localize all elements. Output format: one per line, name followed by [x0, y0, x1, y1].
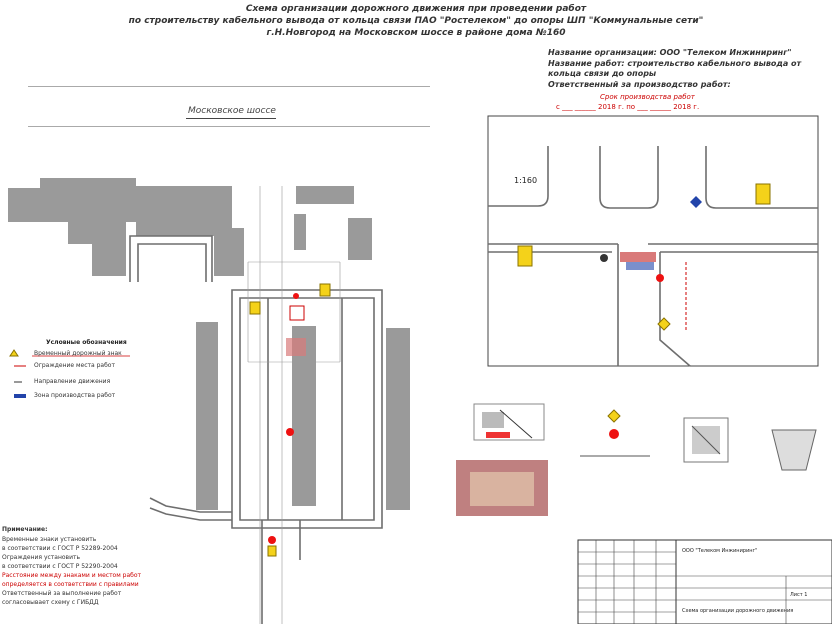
notes-line-4: в соответствии с ГОСТ Р 52290-2004: [2, 563, 118, 570]
temp-sign-6: [293, 293, 299, 299]
inset-work-zone-2: [626, 262, 654, 270]
building-right-long: [386, 328, 410, 510]
inset-scale-label: 1:160: [514, 176, 538, 185]
street-label-underline: [186, 118, 276, 119]
detail-drawing-1: [473, 403, 545, 441]
diagram-title-line-1: Схема организации дорожного движения при…: [245, 4, 587, 14]
temp-sign-2: [249, 301, 261, 315]
title-block: [577, 539, 832, 624]
stamp-sheet: Лист 1: [790, 592, 808, 598]
inset-sign-2: [755, 183, 771, 205]
legend-marks: [9, 349, 130, 398]
inset-work-zone: [620, 252, 656, 262]
notes-line-7: Ответственный за выполнение работ: [2, 590, 122, 597]
street-label: Московское шоссе: [188, 106, 276, 116]
temp-sign-1: [319, 283, 331, 297]
work-zone: [286, 338, 306, 356]
temp-sign-5: [267, 545, 277, 557]
legend-item-sign: Временный дорожный знак: [34, 350, 122, 357]
works-name: Название работ: строительство кабельного…: [548, 59, 802, 68]
legend-item-direction: Направление движения: [34, 378, 111, 385]
responsible-person: Ответственный за производство работ:: [548, 80, 731, 89]
work-period-label: Срок производства работ: [600, 93, 695, 101]
notes-block: Примечание: Временные знаки установить в…: [2, 526, 141, 607]
stamp-org: ООО "Телеком Инжиниринг": [682, 548, 758, 554]
notes-line-2: в соответствии с ГОСТ Р 52289-2004: [2, 545, 118, 552]
plan-grid: [247, 186, 341, 624]
notes-line-6: определяется в соответствии с правилами: [2, 581, 139, 588]
main-plan-roads: [129, 235, 383, 624]
header-rule-1: [28, 86, 430, 87]
detail-drawing-4: [771, 429, 817, 471]
inset-plan-frame: [487, 115, 819, 367]
legend-item-fence: Ограждение места работ: [34, 362, 115, 369]
org-name: Название организации: ООО "Телеком Инжин…: [548, 48, 792, 57]
notes-line-3: Ограждения установить: [2, 554, 81, 561]
works-name-cont: кольца связи до опоры: [548, 69, 657, 78]
detail-drawing-signs: [580, 409, 650, 457]
notes-line-5: Расстояние между знаками и местом работ: [2, 572, 142, 579]
detail-photo-inner: [470, 472, 534, 506]
work-period-value: с ___ ______ 2018 г. по ___ ______ 2018 …: [556, 103, 700, 111]
inset-sign-1: [517, 245, 533, 267]
detail-drawing-3: [683, 417, 729, 463]
temp-sign-4: [268, 536, 276, 544]
work-zone-fence: [289, 305, 305, 321]
inset-sign-3: [690, 196, 702, 208]
inset-sign-5: [656, 274, 664, 282]
notes-title: Примечание:: [2, 526, 48, 533]
diagram-title-line-2: по строительству кабельного вывода от ко…: [128, 16, 704, 26]
notes-line-8: согласовывает схему с ГИБДД: [2, 599, 99, 606]
inset-sign-4: [600, 254, 608, 262]
building-left-long: [196, 322, 218, 510]
notes-line-1: Временные знаки установить: [2, 536, 97, 543]
legend-item-work-zone: Зона производства работ: [34, 392, 116, 399]
legend-title: Условные обозначения: [46, 339, 127, 346]
diagram-title-line-3: г.Н.Новгород на Московском шоссе в район…: [266, 28, 566, 38]
inset-sign-6: [657, 317, 671, 331]
header-rule-2: [28, 126, 430, 127]
temp-sign-3: [286, 428, 294, 436]
stamp-title: Схема организации дорожного движения: [682, 608, 794, 614]
building-main: [8, 178, 372, 276]
inset-roads: [488, 146, 818, 367]
